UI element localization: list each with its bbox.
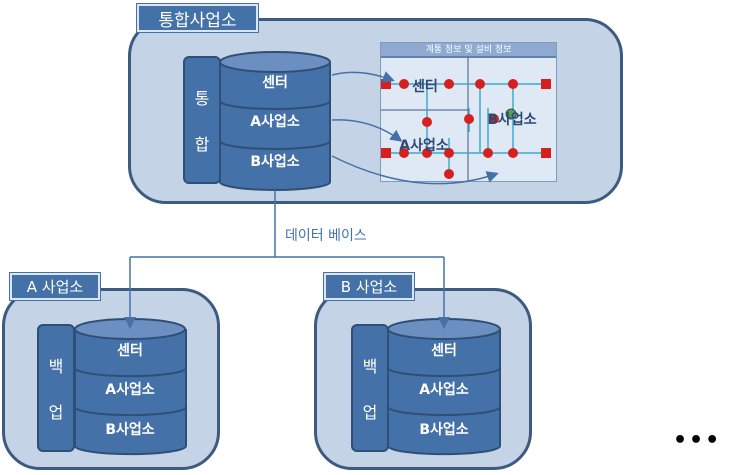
node-circle	[508, 148, 518, 158]
node-circle	[422, 148, 432, 158]
node-circle	[444, 148, 454, 158]
panel-label-center: 센터	[412, 79, 438, 95]
site-b-label: B 사업소	[324, 273, 414, 300]
node-circle	[464, 114, 474, 124]
backup-b-char-1: 백	[362, 357, 378, 376]
site-b-db-b: B사업소	[419, 422, 468, 438]
node-circle	[475, 79, 485, 89]
site-b-db-center: 센터	[431, 343, 457, 359]
node-circle	[399, 79, 409, 89]
arrow-a	[331, 119, 403, 142]
node-square	[381, 79, 391, 89]
node-circle	[483, 148, 493, 158]
top-db-center: 센터	[262, 75, 288, 91]
grid-info-panel-title: 계통 정보 및 설비 정보	[381, 43, 556, 58]
top-db-b: B사업소	[250, 154, 299, 170]
backup-bar-b: 백 업	[351, 324, 389, 452]
integration-char-1: 통	[194, 89, 210, 108]
site-a-db-center: 센터	[117, 343, 143, 359]
node-square	[541, 148, 551, 158]
node-circle	[399, 148, 409, 158]
node-square	[541, 79, 551, 89]
node-green	[505, 108, 517, 120]
panel-nodes	[381, 79, 551, 179]
db-connector	[124, 190, 450, 329]
backup-a-char-1: 백	[48, 357, 64, 376]
site-b-database	[387, 318, 501, 456]
integration-char-2: 합	[194, 135, 210, 154]
node-circle	[422, 117, 432, 127]
integrated-office-label: 통합사업소	[137, 4, 258, 32]
panel-label-b: B사업소	[487, 112, 536, 128]
arrow-b	[331, 155, 499, 185]
site-a-label: A 사업소	[10, 273, 100, 300]
site-a-db-b: B사업소	[105, 422, 154, 438]
node-circle	[444, 79, 454, 89]
backup-a-char-2: 업	[48, 403, 64, 422]
node-circle	[489, 114, 499, 124]
database-caption: 데이터 베이스	[285, 228, 367, 244]
more-ellipsis: •••	[673, 428, 722, 453]
panel-label-a: A사업소	[399, 138, 449, 154]
panel-lines	[386, 83, 546, 174]
node-circle	[508, 79, 518, 89]
top-db-a: A사업소	[250, 114, 300, 130]
node-circle	[444, 169, 454, 179]
site-b-db-a: A사업소	[419, 382, 469, 398]
arrow-center	[331, 71, 395, 83]
node-square	[381, 148, 391, 158]
backup-b-char-2: 업	[362, 403, 378, 422]
integration-bar: 통 합	[183, 56, 221, 184]
site-a-db-a: A사업소	[105, 382, 155, 398]
